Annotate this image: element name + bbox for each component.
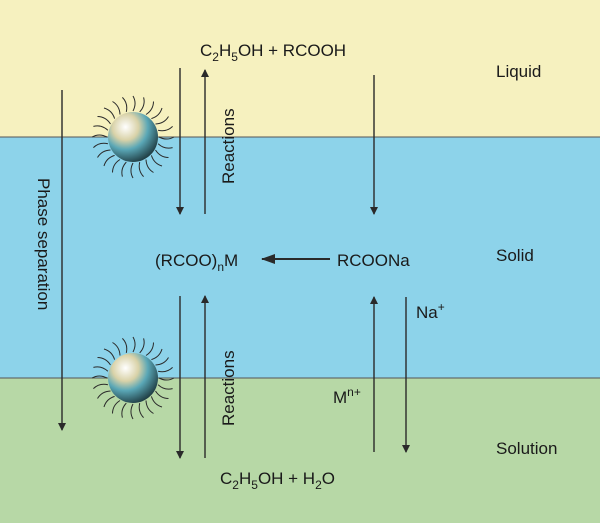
particle-core: [108, 353, 158, 403]
ligand-strand: [93, 125, 109, 131]
ligand-strand: [150, 155, 163, 167]
ligand-strand: [112, 400, 121, 414]
ligand-strand: [97, 149, 111, 158]
ligand-strand: [93, 366, 109, 372]
ligand-strand: [151, 348, 163, 361]
liquid-zone: [0, 0, 600, 137]
ligand-strand: [138, 402, 144, 418]
reactions-top-label: Reactions: [219, 108, 238, 184]
solution-zone: [0, 378, 600, 523]
metal-ion-label: Mn+: [333, 385, 361, 407]
ligand-strand: [103, 395, 115, 408]
ligand-strand: [130, 162, 134, 179]
ligand-strand: [91, 134, 108, 138]
ligand-strand: [97, 357, 111, 366]
sodium-ion-label: Na+: [416, 300, 445, 322]
nanoparticle-top-icon: [91, 95, 175, 179]
ligand-strand: [155, 149, 169, 158]
ligand-strand: [157, 126, 173, 132]
reactions-bottom-label: Reactions: [219, 350, 238, 426]
ligand-strand: [157, 384, 173, 390]
liquid-label: Liquid: [496, 62, 541, 81]
ligand-strand: [158, 377, 175, 381]
solution-label: Solution: [496, 439, 557, 458]
ligand-strand: [103, 348, 116, 360]
ligand-strand: [139, 97, 145, 113]
ligand-strand: [112, 342, 121, 356]
ligand-strand: [121, 161, 127, 177]
solid-label: Solid: [496, 246, 534, 265]
ligand-strand: [112, 159, 121, 173]
ligand-strand: [155, 357, 169, 366]
solid-zone: [0, 137, 600, 378]
ligand-strand: [158, 136, 175, 140]
ligand-strand: [138, 161, 144, 177]
ligand-strand: [157, 367, 173, 373]
ligand-strand: [150, 396, 163, 408]
ligand-strand: [145, 159, 154, 173]
particle-core: [108, 112, 158, 162]
ligand-strand: [155, 116, 169, 125]
ligand-strand: [91, 375, 108, 379]
ligand-strand: [132, 95, 136, 112]
sodium-salt-label: RCOONa: [337, 251, 410, 270]
ligand-strand: [103, 107, 116, 119]
ligand-strand: [93, 142, 109, 148]
product-label: (RCOO)nM: [155, 251, 238, 274]
ligand-strand: [97, 116, 111, 125]
ligand-strand: [145, 342, 154, 356]
ligand-strand: [155, 390, 169, 399]
ligand-strand: [157, 143, 173, 149]
nanoparticle-bottom-icon: [91, 336, 175, 420]
bottom-reactants-label: C2H5OH + H2O: [220, 469, 335, 492]
top-reactants-label: C2H5OH + RCOOH: [200, 41, 346, 64]
ligand-strand: [112, 101, 121, 115]
ligand-strand: [145, 400, 154, 414]
ligand-strand: [139, 338, 145, 354]
ligand-strand: [103, 154, 115, 167]
ligand-strand: [93, 383, 109, 389]
ligand-strand: [132, 336, 136, 353]
ligand-strand: [97, 390, 111, 399]
ligand-strand: [122, 338, 128, 354]
ligand-strand: [145, 101, 154, 115]
phase-separation-label: Phase separation: [34, 178, 53, 310]
ligand-strand: [151, 107, 163, 120]
ligand-strand: [130, 403, 134, 420]
ligand-strand: [121, 402, 127, 418]
ligand-strand: [122, 97, 128, 113]
